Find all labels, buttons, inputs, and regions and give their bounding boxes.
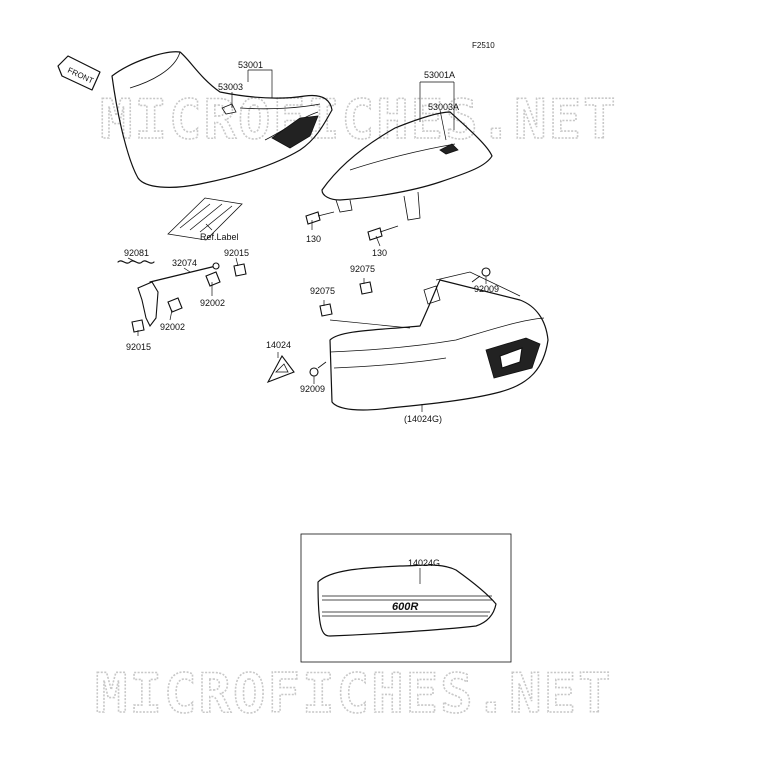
label-14024g-inset: 14024G [408, 558, 440, 568]
front-label: FRONT [66, 66, 95, 86]
label-92009-b: 92009 [300, 384, 325, 394]
seat-lock-assembly [117, 260, 247, 333]
label-92009-a: 92009 [474, 284, 499, 294]
label-92002-b: 92002 [160, 322, 185, 332]
label-130-right: 130 [372, 248, 387, 258]
clip-92075-b-icon [319, 303, 333, 317]
clip-92075-a-icon [359, 281, 373, 295]
label-53001a: 53001A [424, 70, 455, 80]
label-92002-a: 92002 [200, 298, 225, 308]
label-92015-b: 92015 [126, 342, 151, 352]
screw-92009-a-icon [471, 267, 491, 283]
bolt-130-left-icon [305, 211, 335, 225]
bolt-130-right-icon [367, 225, 399, 241]
label-92015-a: 92015 [224, 248, 249, 258]
label-92081: 92081 [124, 248, 149, 258]
inset-box: 600R [300, 533, 512, 663]
label-14024g-paren: (14024G) [404, 414, 442, 424]
label-92075-a: 92075 [350, 264, 375, 274]
label-32074: 32074 [172, 258, 197, 268]
label-ref-label: Ref.Label [200, 232, 239, 242]
label-53003a: 53003A [428, 102, 459, 112]
label-92075-b: 92075 [310, 286, 335, 296]
front-arrow-icon: FRONT [57, 55, 101, 91]
label-130-left: 130 [306, 234, 321, 244]
seat-front [111, 51, 333, 188]
label-53001: 53001 [238, 60, 263, 70]
screw-92009-b-icon [309, 361, 327, 377]
label-53003: 53003 [218, 82, 243, 92]
decal-600r: 600R [392, 601, 418, 613]
seat-rear [321, 111, 493, 221]
side-cover-14024-icon [266, 354, 295, 384]
watermark-bottom: MICROFICHES.NET [95, 662, 613, 725]
ref-label-sheet [167, 197, 243, 241]
tail-cover [329, 271, 549, 411]
label-14024: 14024 [266, 340, 291, 350]
figure-code: F2510 [472, 41, 495, 50]
leader-lines [127, 69, 487, 584]
watermark-top: MICROFICHES.NET [100, 88, 618, 151]
